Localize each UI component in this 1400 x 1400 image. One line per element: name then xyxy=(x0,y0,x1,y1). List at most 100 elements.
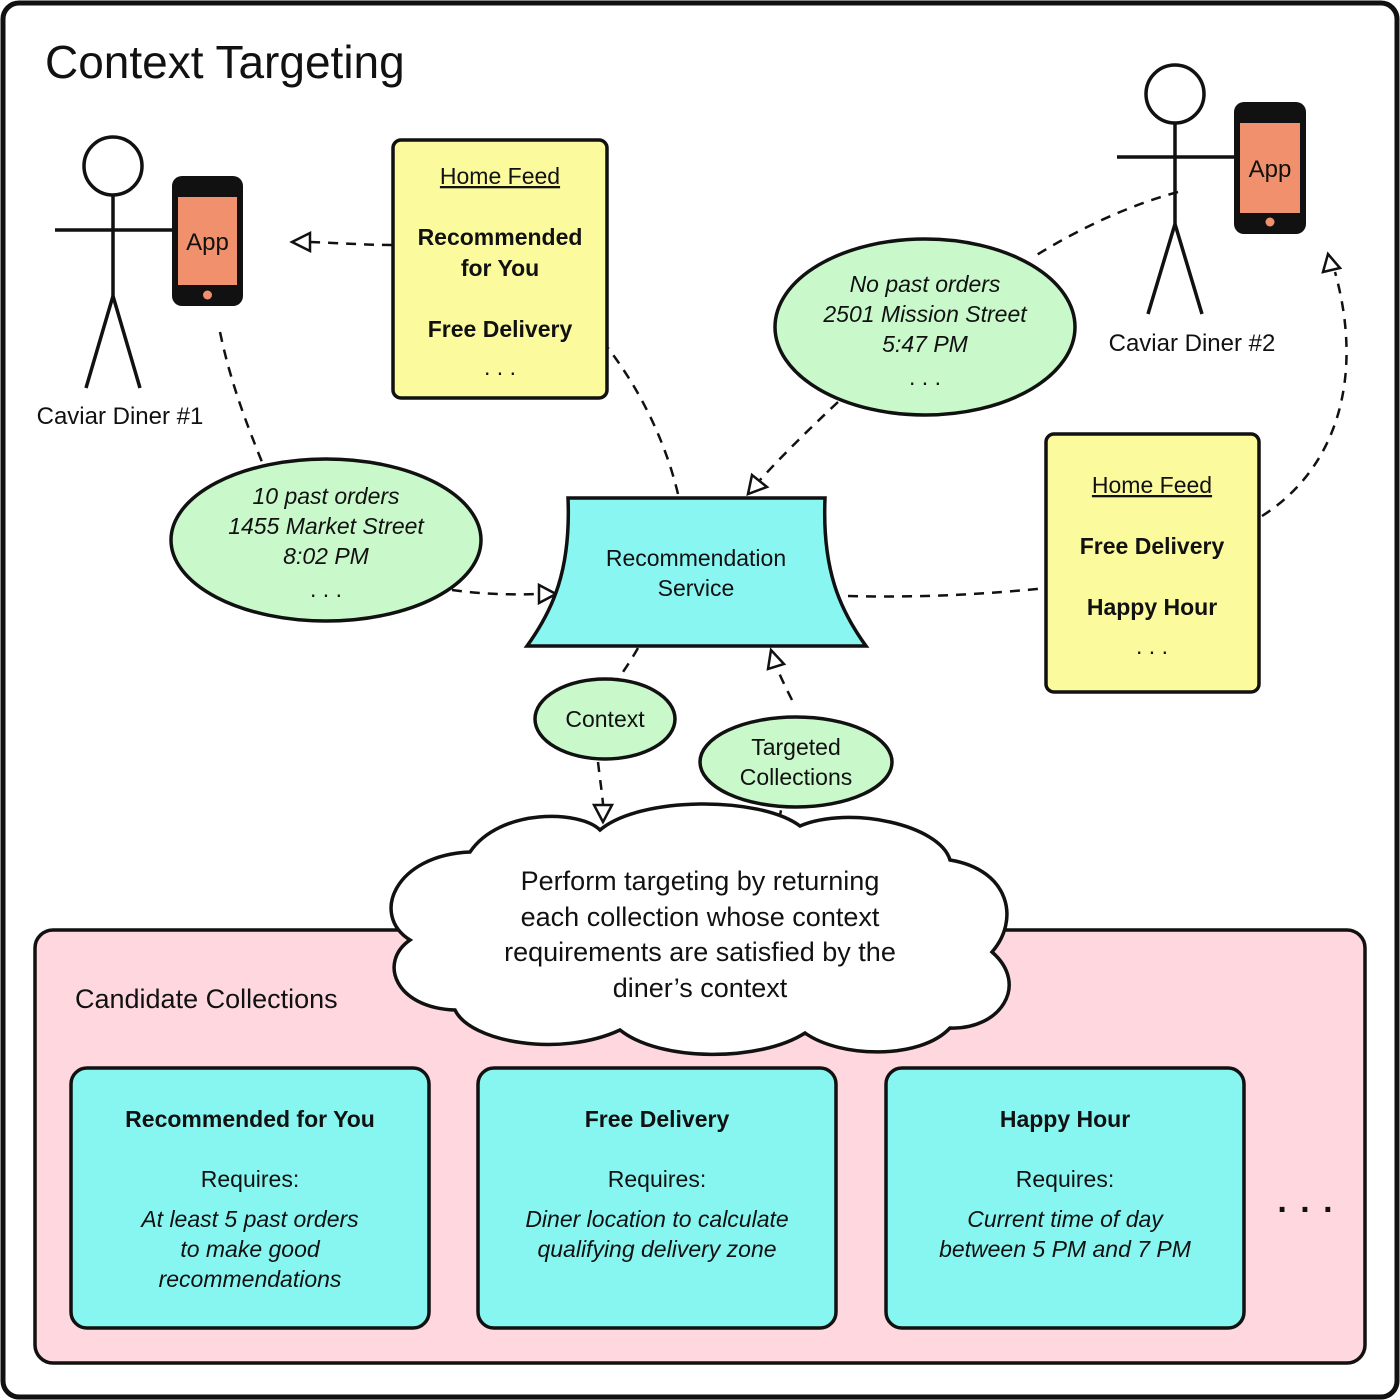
feed-item: Happy Hour xyxy=(1087,594,1217,620)
home-feed-note-1: Home Feed Recommended for You Free Deliv… xyxy=(391,138,609,400)
collection-card-detail: to make good xyxy=(180,1236,321,1262)
cloud-text: requirements are satisfied by the xyxy=(504,937,896,967)
arrowhead xyxy=(766,647,787,671)
cloud-text: Perform targeting by returning xyxy=(521,866,880,896)
home-feed-note-2: Home Feed Free Delivery Happy Hour . . . xyxy=(1044,432,1261,694)
feed-item: Free Delivery xyxy=(428,316,573,342)
connector-context1-to-service xyxy=(451,588,541,596)
connector-service-to-feed2 xyxy=(847,586,1047,598)
context-line: 1455 Market Street xyxy=(228,513,425,539)
connector-targeted-to-service xyxy=(775,667,794,701)
candidate-collections-panel: Candidate Collections Recommended for Yo… xyxy=(33,928,1367,1365)
context-line: 5:47 PM xyxy=(882,331,968,357)
context-line: 10 past orders xyxy=(252,483,400,509)
targeting-cloud: Perform targeting by returning each coll… xyxy=(389,802,1011,1057)
connectors xyxy=(218,190,1348,839)
service-label: Service xyxy=(658,575,735,601)
phone-screen xyxy=(1240,123,1300,213)
collection-card-detail: recommendations xyxy=(159,1266,342,1292)
connector-diner2-to-context xyxy=(1034,190,1179,258)
caviar-diner-1: App Caviar Diner #1 xyxy=(37,135,243,430)
stick-figure-leg xyxy=(1146,223,1177,315)
collection-card-detail: between 5 PM and 7 PM xyxy=(939,1236,1192,1262)
app-label: App xyxy=(1249,156,1292,183)
connector-feed1-to-diner1 xyxy=(309,240,393,247)
stick-figure-head xyxy=(82,135,144,197)
context-ellipse xyxy=(169,457,483,623)
collection-card-happy-hour: Happy Hour Requires: Current time of day… xyxy=(884,1066,1246,1330)
collection-card-detail: qualifying delivery zone xyxy=(537,1236,776,1262)
collection-card-recommended: Recommended for You Requires: At least 5… xyxy=(69,1066,431,1330)
context-ellipse xyxy=(773,237,1077,417)
note-box xyxy=(391,138,609,400)
context-line: No past orders xyxy=(850,271,1001,297)
targeted-collections-bubble: Targeted Collections xyxy=(698,715,894,809)
service-shape xyxy=(523,496,870,648)
feed-heading: Home Feed xyxy=(1092,472,1212,498)
arrowhead xyxy=(591,803,615,825)
feed-more: . . . xyxy=(1136,633,1168,659)
flow-label: Context xyxy=(565,706,645,732)
collection-card-requires: Requires: xyxy=(1016,1166,1114,1192)
arrowhead xyxy=(1321,251,1343,274)
diner2-context-ellipse: No past orders 2501 Mission Street 5:47 … xyxy=(773,237,1077,417)
caviar-diner-2: App Caviar Diner #2 xyxy=(1109,63,1306,357)
stick-figure-leg xyxy=(84,295,115,389)
context-line: 2501 Mission Street xyxy=(822,301,1028,327)
context-line: . . . xyxy=(909,364,941,390)
collection-card-detail: Current time of day xyxy=(967,1206,1164,1232)
cloud-text: each collection whose context xyxy=(521,902,880,932)
phone-icon: App xyxy=(1234,102,1306,234)
feed-more: . . . xyxy=(484,354,516,380)
phone-icon: App xyxy=(172,176,243,306)
more-collections-ellipsis: . . . xyxy=(1277,1182,1334,1220)
stick-figure-head xyxy=(1144,63,1206,125)
context-line: 8:02 PM xyxy=(283,543,369,569)
cloud-shape xyxy=(389,802,1011,1057)
flow-ellipse xyxy=(533,677,677,761)
feed-item: Recommended xyxy=(418,224,583,250)
arrowhead xyxy=(537,582,559,606)
arrowhead xyxy=(746,472,770,496)
connector-service-to-feed1 xyxy=(607,347,680,495)
connector-context-to-cloud xyxy=(596,761,605,805)
connector-context2-to-service xyxy=(759,401,839,481)
feed-item: Free Delivery xyxy=(1080,533,1225,559)
diagram-title: Context Targeting xyxy=(45,36,405,88)
connector-feed2-to-diner2 xyxy=(1261,271,1348,518)
collection-card-title: Free Delivery xyxy=(585,1106,730,1132)
diner-label: Caviar Diner #1 xyxy=(37,403,204,430)
phone-screen xyxy=(178,197,237,285)
candidate-panel-title: Candidate Collections xyxy=(75,984,338,1014)
collection-card-requires: Requires: xyxy=(201,1166,299,1192)
collection-card-box xyxy=(69,1066,431,1330)
service-label: Recommendation xyxy=(606,545,786,571)
recommendation-service: Recommendation Service xyxy=(523,496,870,648)
collection-card-box xyxy=(884,1066,1246,1330)
app-label: App xyxy=(186,229,229,256)
flow-label: Targeted xyxy=(751,734,841,760)
collection-card-title: Recommended for You xyxy=(125,1106,375,1132)
phone-home-button xyxy=(1265,217,1275,227)
note-box xyxy=(1044,432,1261,694)
feed-heading: Home Feed xyxy=(440,163,560,189)
feed-item: for You xyxy=(461,255,539,281)
collection-card-requires: Requires: xyxy=(608,1166,706,1192)
flow-label: Collections xyxy=(740,764,853,790)
cloud-text: diner’s context xyxy=(613,973,788,1003)
context-flow-bubble: Context xyxy=(533,677,677,761)
collection-card-free-delivery: Free Delivery Requires: Diner location t… xyxy=(476,1066,838,1330)
phone-home-button xyxy=(203,290,212,300)
arrowhead xyxy=(289,230,312,254)
collection-card-box xyxy=(476,1066,838,1330)
collection-card-title: Happy Hour xyxy=(1000,1106,1130,1132)
flow-ellipse xyxy=(698,715,894,809)
stick-figure-leg xyxy=(1173,223,1204,315)
diner-label: Caviar Diner #2 xyxy=(1109,330,1276,357)
context-line: . . . xyxy=(310,576,342,602)
diner1-context-ellipse: 10 past orders 1455 Market Street 8:02 P… xyxy=(169,457,483,623)
collection-card-detail: At least 5 past orders xyxy=(139,1206,359,1232)
collection-card-detail: Diner location to calculate xyxy=(525,1206,788,1232)
stick-figure-leg xyxy=(111,295,142,389)
